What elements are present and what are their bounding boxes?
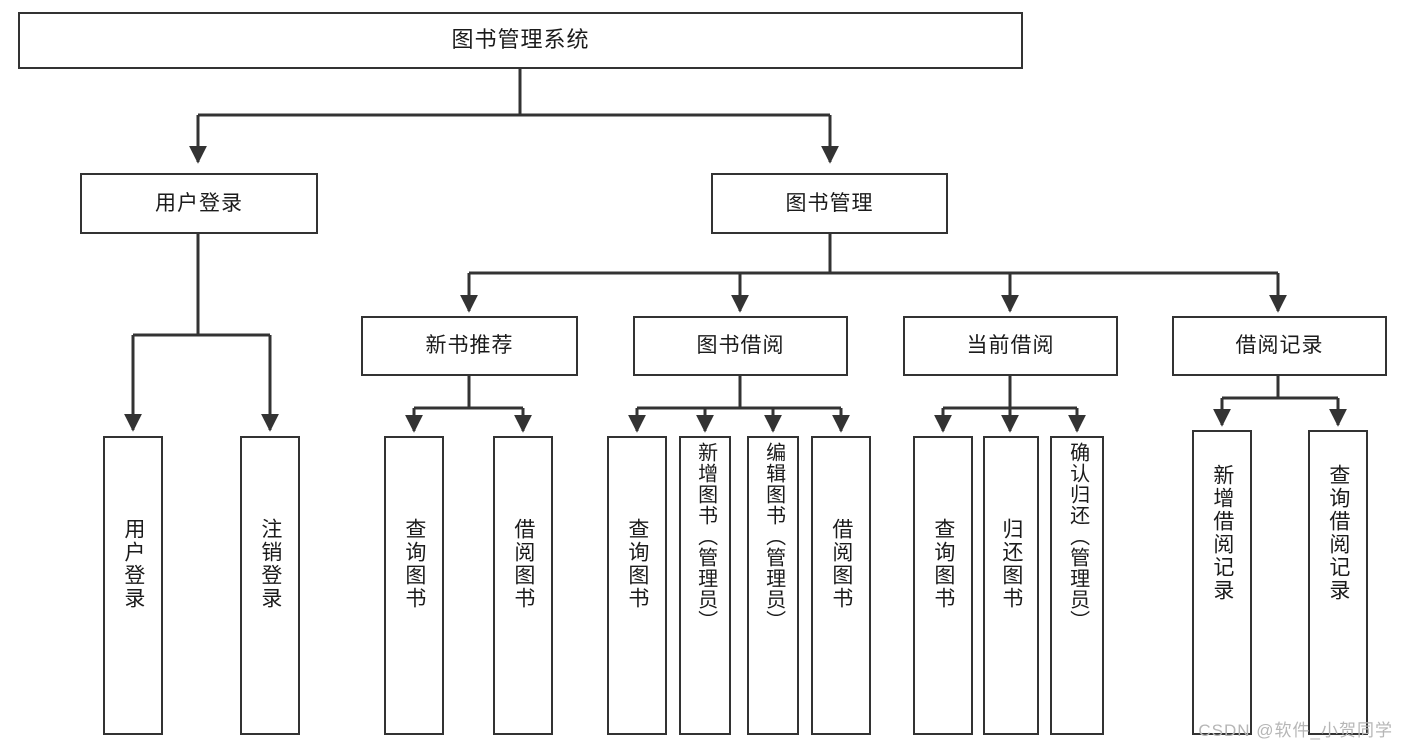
leaf-query-book-borrow[interactable]: 查询图书 bbox=[607, 436, 667, 735]
node-label: 新增图书（管理员） bbox=[694, 442, 717, 631]
node-label: 查询借阅记录 bbox=[1326, 464, 1350, 602]
csdn-watermark: CSDN @软件_小贺同学 bbox=[1198, 721, 1393, 740]
node-label: 图书管理系统 bbox=[451, 27, 590, 53]
node-label: 图书借阅 bbox=[696, 334, 785, 358]
node-label: 查询图书 bbox=[625, 518, 649, 610]
node-label: 借阅图书 bbox=[511, 518, 535, 610]
leaf-edit-book-admin[interactable]: 编辑图书（管理员） bbox=[747, 436, 799, 735]
node-label: 注销登录 bbox=[258, 518, 282, 610]
node-borrow-record[interactable]: 借阅记录 bbox=[1172, 316, 1387, 376]
node-label: 借阅图书 bbox=[829, 518, 853, 610]
leaf-query-borrow-record[interactable]: 查询借阅记录 bbox=[1308, 430, 1368, 735]
node-label: 查询图书 bbox=[402, 518, 426, 610]
node-label: 用户登录 bbox=[155, 191, 243, 215]
node-user-login[interactable]: 用户登录 bbox=[80, 173, 318, 234]
node-label: 图书管理 bbox=[785, 191, 874, 215]
leaf-add-book-admin[interactable]: 新增图书（管理员） bbox=[679, 436, 731, 735]
node-label: 新书推荐 bbox=[425, 334, 514, 358]
leaf-user-login[interactable]: 用户登录 bbox=[103, 436, 163, 735]
leaf-add-borrow-record[interactable]: 新增借阅记录 bbox=[1192, 430, 1252, 735]
node-label: 借阅记录 bbox=[1235, 334, 1324, 358]
node-label: 当前借阅 bbox=[966, 334, 1055, 358]
node-label: 编辑图书（管理员） bbox=[762, 442, 785, 631]
leaf-logout[interactable]: 注销登录 bbox=[240, 436, 300, 735]
node-label: 用户登录 bbox=[121, 518, 145, 610]
leaf-borrow-book[interactable]: 借阅图书 bbox=[811, 436, 871, 735]
node-new-book-recommend[interactable]: 新书推荐 bbox=[361, 316, 578, 376]
leaf-return-book[interactable]: 归还图书 bbox=[983, 436, 1039, 735]
node-label: 查询图书 bbox=[931, 518, 955, 610]
node-book-management[interactable]: 图书管理 bbox=[711, 173, 948, 234]
node-label: 新增借阅记录 bbox=[1210, 464, 1234, 602]
node-label: 归还图书 bbox=[999, 518, 1023, 610]
node-book-borrow[interactable]: 图书借阅 bbox=[633, 316, 848, 376]
node-label: 确认归还（管理员） bbox=[1066, 442, 1089, 631]
leaf-borrow-book-new[interactable]: 借阅图书 bbox=[493, 436, 553, 735]
node-root[interactable]: 图书管理系统 bbox=[18, 12, 1023, 69]
node-current-borrow[interactable]: 当前借阅 bbox=[903, 316, 1118, 376]
leaf-confirm-return-admin[interactable]: 确认归还（管理员） bbox=[1050, 436, 1104, 735]
leaf-query-book-new[interactable]: 查询图书 bbox=[384, 436, 444, 735]
leaf-query-book-current[interactable]: 查询图书 bbox=[913, 436, 973, 735]
